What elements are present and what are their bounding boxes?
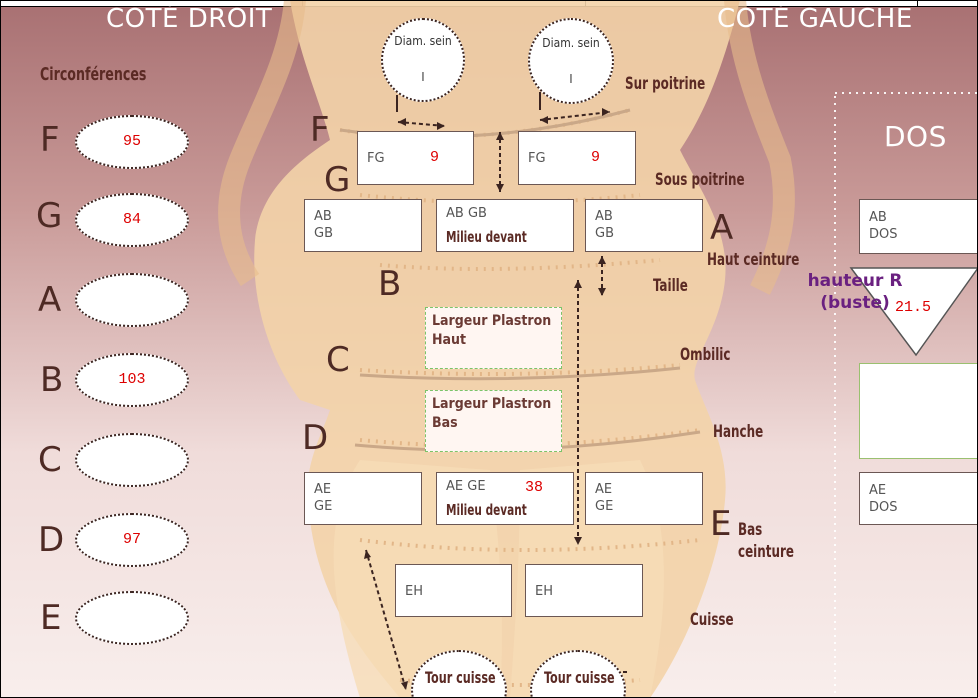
circ-letter-c: C (38, 440, 62, 480)
circ-letter-e: E (40, 598, 62, 638)
circ-input-f[interactable]: 95 (75, 115, 189, 169)
ae-dos-box[interactable]: AE DOS (859, 472, 978, 525)
label-taille: Taille (653, 276, 688, 296)
hauteur-label-line2: (buste) (820, 293, 890, 313)
label-sous-poitrine: Sous poitrine (655, 170, 745, 190)
circ-input-d[interactable]: 97 (75, 513, 189, 567)
ae-ge-milieu-bottom: Milieu devant (446, 501, 527, 519)
circ-letter-a: A (38, 280, 62, 320)
diam-sein-right-label: Diam. sein (542, 36, 600, 50)
dos-blank-box[interactable] (859, 363, 978, 459)
hauteur-label-line1: hauteur R (807, 271, 903, 291)
ae-ge-right-label: AE GE (595, 482, 614, 514)
fg-right-box[interactable]: FG 9 (518, 131, 636, 185)
body-letter-d: D (302, 418, 329, 458)
ab-gb-milieu-bottom: Milieu devant (446, 228, 527, 246)
label-ombilic: Ombilic (680, 345, 731, 365)
eh-right-box[interactable]: EH (525, 564, 643, 617)
circ-input-c[interactable] (75, 433, 189, 487)
plastron-bas-box[interactable]: Largeur Plastron Bas (425, 390, 562, 452)
body-letter-b: B (378, 264, 402, 304)
label-bas: Bas (738, 520, 763, 540)
label-hanche: Hanche (713, 422, 764, 442)
ab-gb-left-label: AB GB (314, 209, 333, 241)
circ-letter-b: B (40, 360, 64, 400)
header-cote-droit: COTÉ DROIT (106, 4, 273, 34)
body-letter-f: F (310, 110, 330, 150)
label-ceinture: ceinture (738, 542, 794, 562)
plastron-haut-box[interactable]: Largeur Plastron Haut (425, 307, 562, 369)
fg-left-value: 9 (430, 149, 440, 166)
fg-right-value: 9 (591, 149, 601, 166)
body-letter-c: C (326, 340, 350, 380)
diam-sein-right[interactable]: Diam. sein I (528, 18, 614, 104)
eh-left-label: EH (405, 584, 423, 599)
tour-cuisse-left-label: Tour cuisse (425, 668, 496, 687)
fg-left-box[interactable]: FG 9 (357, 131, 474, 185)
eh-left-box[interactable]: EH (395, 564, 512, 617)
label-haut-ceinture: Haut ceinture (707, 250, 800, 270)
circ-letter-f: F (40, 120, 60, 160)
diam-sein-left-label: Diam. sein (394, 34, 452, 48)
ae-ge-left-box[interactable]: AE GE (304, 472, 422, 525)
header-dos: DOS (884, 120, 947, 153)
diam-sein-left[interactable]: Diam. sein I (381, 18, 465, 102)
circ-input-b[interactable]: 103 (75, 353, 189, 407)
ae-ge-milieu-value: 38 (525, 479, 544, 496)
body-letter-a: A (710, 208, 734, 248)
label-sur-poitrine: Sur poitrine (625, 74, 706, 94)
circ-input-g[interactable]: 84 (75, 193, 189, 247)
circ-input-a[interactable] (75, 273, 189, 327)
body-letter-e: E (710, 504, 732, 544)
hauteur-value[interactable]: 21.5 (895, 299, 932, 316)
diam-sein-right-value: I (569, 72, 573, 86)
body-letter-g: G (324, 160, 351, 200)
ab-dos-box[interactable]: AB DOS (859, 199, 978, 254)
circ-letter-g: G (36, 196, 63, 236)
tour-cuisse-right-label: Tour cuisse (544, 668, 615, 687)
ae-dos-label: AE DOS (869, 483, 898, 515)
ab-gb-left-box[interactable]: AB GB (304, 199, 422, 252)
top-cell-3 (585, 0, 918, 6)
label-cuisse: Cuisse (690, 610, 734, 630)
ae-ge-milieu-top: AE GE (446, 479, 486, 494)
ae-ge-milieu-box[interactable]: AE GE 38 Milieu devant (436, 472, 574, 525)
hauteur-buste-label: hauteur R (buste) (790, 270, 920, 314)
ab-gb-right-label: AB GB (595, 209, 614, 241)
circ-input-e[interactable] (75, 591, 189, 645)
header-cote-gauche: COTÉ GAUCHE (717, 4, 913, 34)
ab-dos-label: AB DOS (869, 210, 898, 242)
ae-ge-right-box[interactable]: AE GE (585, 472, 703, 525)
ab-gb-milieu-top: AB GB (446, 206, 487, 221)
circ-letter-d: D (38, 520, 65, 560)
fg-right-label: FG (528, 151, 546, 166)
ab-gb-right-box[interactable]: AB GB (585, 199, 703, 252)
circumferences-title: Circonférences (40, 64, 147, 85)
eh-right-label: EH (535, 584, 553, 599)
diam-sein-left-value: I (421, 70, 425, 84)
ab-gb-milieu-box[interactable]: AB GB Milieu devant (436, 199, 574, 252)
fg-left-label: FG (367, 151, 385, 166)
tour-cuisse-right[interactable]: Tour cuisse (530, 650, 626, 698)
ae-ge-left-label: AE GE (314, 482, 333, 514)
